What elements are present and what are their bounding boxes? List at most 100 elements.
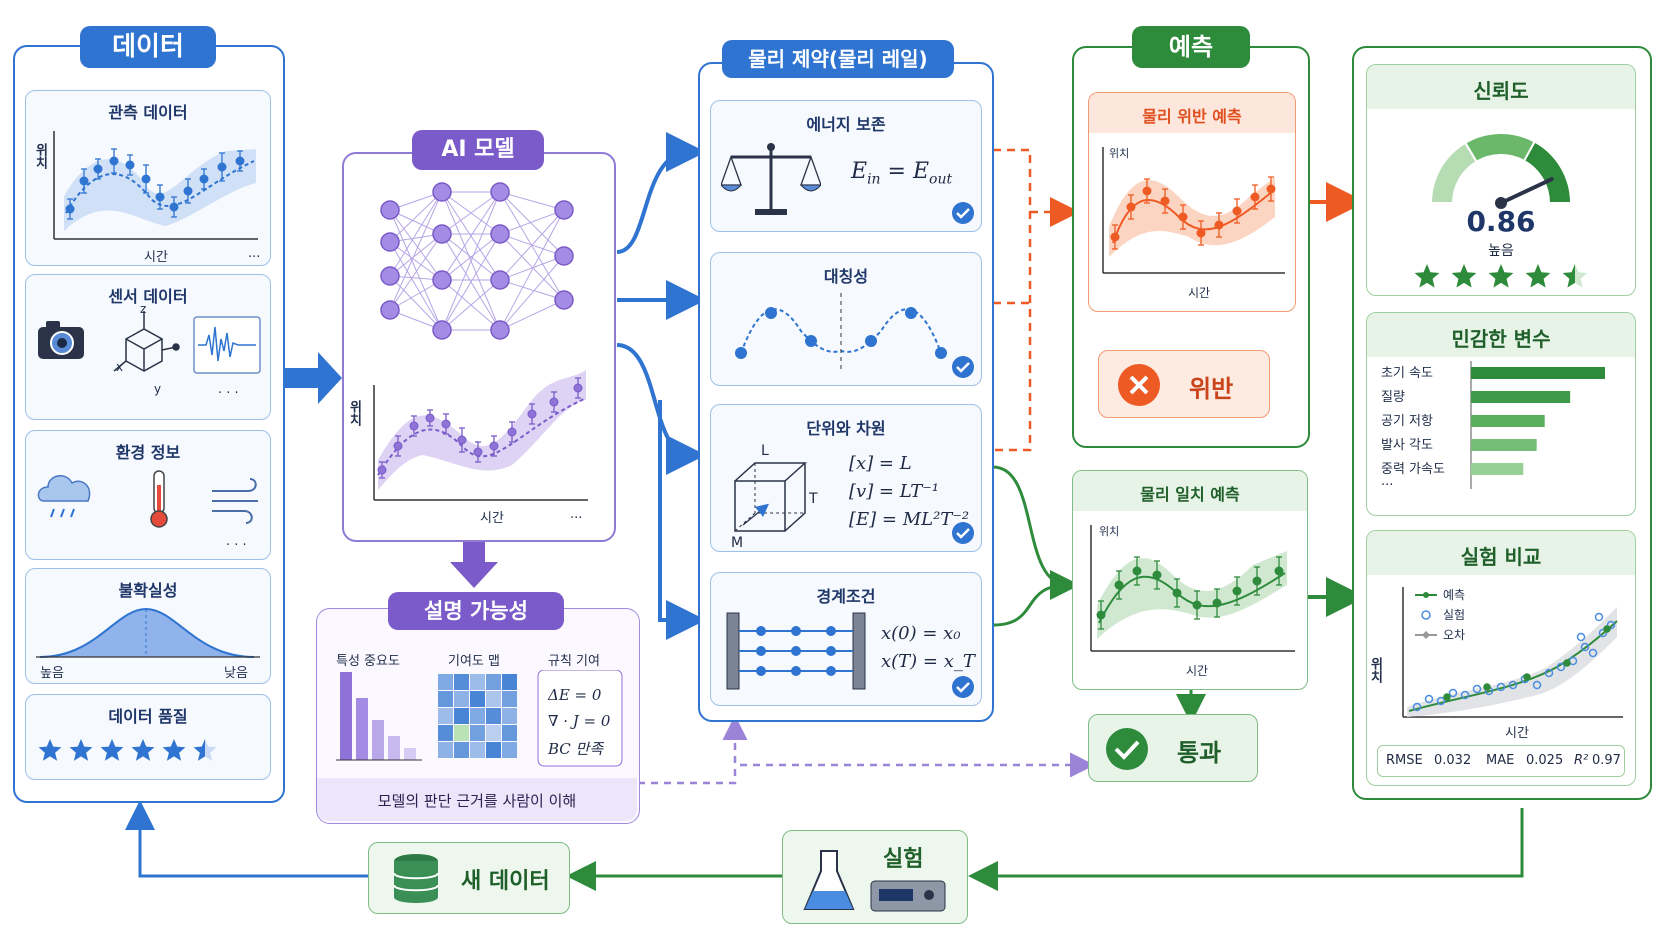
lab-device-icon	[870, 880, 946, 912]
explain-caption: 모델의 판단 근거를 사람이 이해	[377, 792, 577, 810]
consistent-plot: 위치 시간	[1090, 525, 1295, 678]
legend-entry: 예측	[1443, 588, 1465, 602]
heatmap-cell	[470, 674, 485, 690]
heatmap-cell	[470, 725, 485, 741]
data-point	[1114, 580, 1124, 590]
data-point	[1232, 586, 1242, 596]
heatmap-cell	[486, 725, 501, 741]
environment-icons: · · ·	[37, 470, 258, 553]
nn-node	[380, 300, 400, 320]
experiment-point	[1460, 690, 1470, 700]
observed-xlabel: 시간	[144, 250, 168, 265]
uncertainty-curve: 높음 낮음	[36, 607, 260, 681]
consistent-card: 물리 일치 예측 위치 시간	[1072, 470, 1308, 690]
check-circle-icon	[1106, 728, 1148, 770]
data-point	[65, 204, 75, 214]
quality-stars	[38, 739, 217, 761]
observed-data-card: 관측 데이터 위치 시간 ···	[25, 90, 271, 266]
nn-node	[380, 232, 400, 252]
data-point	[489, 441, 499, 451]
data-point	[1212, 598, 1222, 608]
nn-node	[432, 320, 452, 340]
data-point	[217, 162, 227, 172]
data-point	[457, 435, 467, 445]
svg-text:높음: 높음	[40, 666, 64, 681]
attribution-heatmap	[438, 674, 517, 758]
svg-text:시간: 시간	[1186, 664, 1208, 678]
data-point	[1096, 610, 1106, 620]
legend-entry: 오차	[1443, 628, 1465, 642]
experiment-point	[1448, 688, 1458, 698]
data-point	[573, 383, 583, 393]
energy-card: 에너지 보존 Ein = Eout	[710, 100, 982, 232]
nn-node	[490, 182, 510, 202]
explain-caption-bg	[317, 778, 637, 821]
data-point	[1126, 202, 1136, 212]
data-point	[507, 427, 517, 437]
symmetry-title: 대칭성	[823, 267, 869, 286]
experiment-point	[1496, 682, 1506, 692]
gauge-segment	[1463, 132, 1537, 164]
units-title: 단위와 차원	[806, 419, 886, 438]
svg-text:낮음: 낮음	[224, 666, 248, 681]
data-point	[1252, 576, 1262, 586]
feature-importance-label: 특성 중요도	[336, 654, 400, 669]
violation-badge-label: 위반	[1189, 375, 1234, 403]
data-point	[393, 441, 403, 451]
svg-text:· · ·: · · ·	[226, 538, 247, 553]
data-point	[79, 176, 89, 186]
svg-text:· · ·: · · ·	[218, 386, 239, 401]
svg-text:T: T	[808, 491, 818, 507]
heatmap-cell	[502, 708, 517, 724]
gauge-needle	[1499, 177, 1554, 205]
sensitivity-label: 초기 속도	[1381, 366, 1433, 381]
data-point	[1250, 192, 1260, 202]
svg-text:시간: 시간	[1505, 726, 1529, 741]
boundary-eq-2: x(T) = x_T	[881, 651, 975, 672]
environment-title: 환경 정보	[115, 443, 181, 462]
units-eq-3: [E] = ML²T⁻²	[849, 509, 970, 530]
rule-3: BC 만족	[548, 740, 604, 758]
r2-label: R²	[1574, 753, 1589, 768]
experiment-box: 실험	[782, 830, 968, 924]
symmetry-card: 대칭성	[710, 252, 982, 386]
data-point	[1132, 566, 1142, 576]
svg-text:···: ···	[248, 250, 260, 265]
svg-text:L: L	[761, 443, 769, 459]
violation-card: 물리 위반 예측 위치 시간	[1088, 92, 1296, 312]
new-data-box: 새 데이터	[368, 842, 570, 914]
data-point	[183, 186, 193, 196]
trust-card: 신뢰도 0.86 높음	[1366, 64, 1636, 296]
sensitivity-label: 공기 저항	[1381, 414, 1433, 429]
pass-badge-label: 통과	[1177, 739, 1222, 767]
prediction-point	[1603, 625, 1611, 633]
svg-text:시간: 시간	[1188, 286, 1210, 300]
sensitivity-bar	[1471, 415, 1545, 427]
prediction-point	[1523, 673, 1531, 681]
experiment-point	[1436, 696, 1446, 706]
check-icon	[952, 522, 974, 544]
waveform-icon	[193, 316, 261, 374]
data-point	[441, 419, 451, 429]
feature-importance-bars	[336, 672, 422, 761]
data-point	[1196, 228, 1206, 238]
prediction-point	[1483, 683, 1491, 691]
metrics-box: RMSE 0.032 MAE 0.025 R² 0.97	[1377, 745, 1625, 777]
units-eq-2: [v] = LT⁻¹	[849, 481, 939, 502]
mae-value: 0.025	[1526, 753, 1564, 768]
symmetry-curve	[735, 293, 947, 373]
heatmap-cell	[486, 674, 501, 690]
experiment-point	[1544, 668, 1554, 678]
boundary-eq-1: x(0) = x₀	[881, 623, 961, 644]
heatmap-cell	[438, 725, 453, 741]
check-icon	[952, 676, 974, 698]
data-point	[199, 174, 209, 184]
heatmap-cell	[502, 674, 517, 690]
database-icon	[393, 854, 439, 903]
experiment-point	[1556, 662, 1566, 672]
heatmap-cell	[454, 691, 469, 707]
experiment-point	[1594, 612, 1604, 622]
rule-box	[537, 670, 623, 767]
